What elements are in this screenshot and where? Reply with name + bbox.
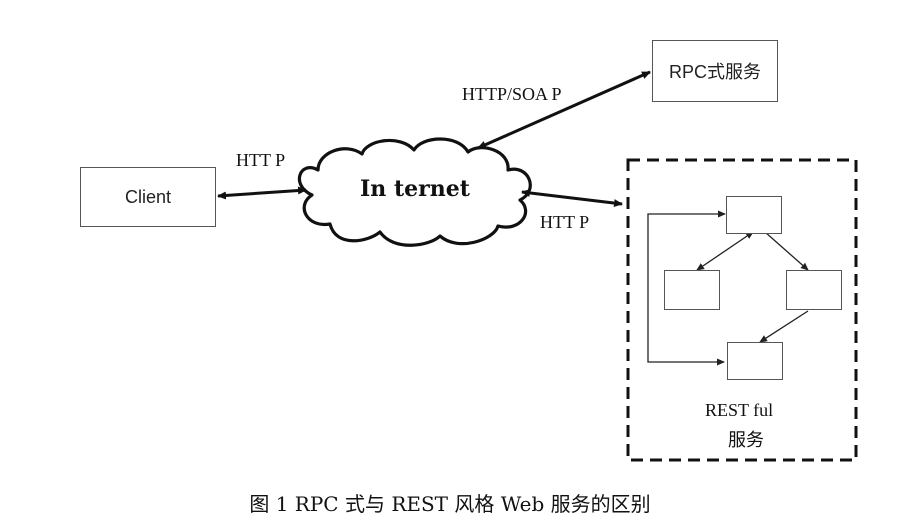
http-soap-label: HTTP/SOA P xyxy=(462,84,562,104)
rest-resource-box-top xyxy=(726,196,782,234)
internet-label: In ternet xyxy=(360,176,470,202)
client-label: Client xyxy=(124,186,172,207)
figure-caption: 图 1 RPC 式与 REST 风格 Web 服务的区别 xyxy=(249,492,651,516)
internet-cloud xyxy=(297,137,532,247)
client-internet-arrow xyxy=(217,186,307,200)
rpc-service-label: RPC式服务 xyxy=(668,62,761,82)
http-rest-label: HTT P xyxy=(540,212,590,232)
restful-label-line2: 服务 xyxy=(728,430,764,451)
rest-top-right-arrow xyxy=(764,231,809,271)
rest-resource-box-left xyxy=(664,270,720,310)
rpc-service-box: RPC式服务 xyxy=(652,40,778,102)
client-box: Client xyxy=(80,167,216,227)
rest-resource-box-right xyxy=(786,270,842,310)
internet-rest-arrow xyxy=(521,188,623,208)
rest-right-bottom-arrow xyxy=(759,310,809,343)
restful-container xyxy=(626,158,858,462)
rest-loop-line xyxy=(647,210,726,366)
rest-top-left-arrow xyxy=(696,231,754,271)
http-client-label: HTT P xyxy=(236,150,286,170)
internet-rpc-arrow xyxy=(477,70,651,150)
rest-resource-box-bottom xyxy=(727,342,783,380)
restful-label-line1: REST ful xyxy=(705,400,774,420)
